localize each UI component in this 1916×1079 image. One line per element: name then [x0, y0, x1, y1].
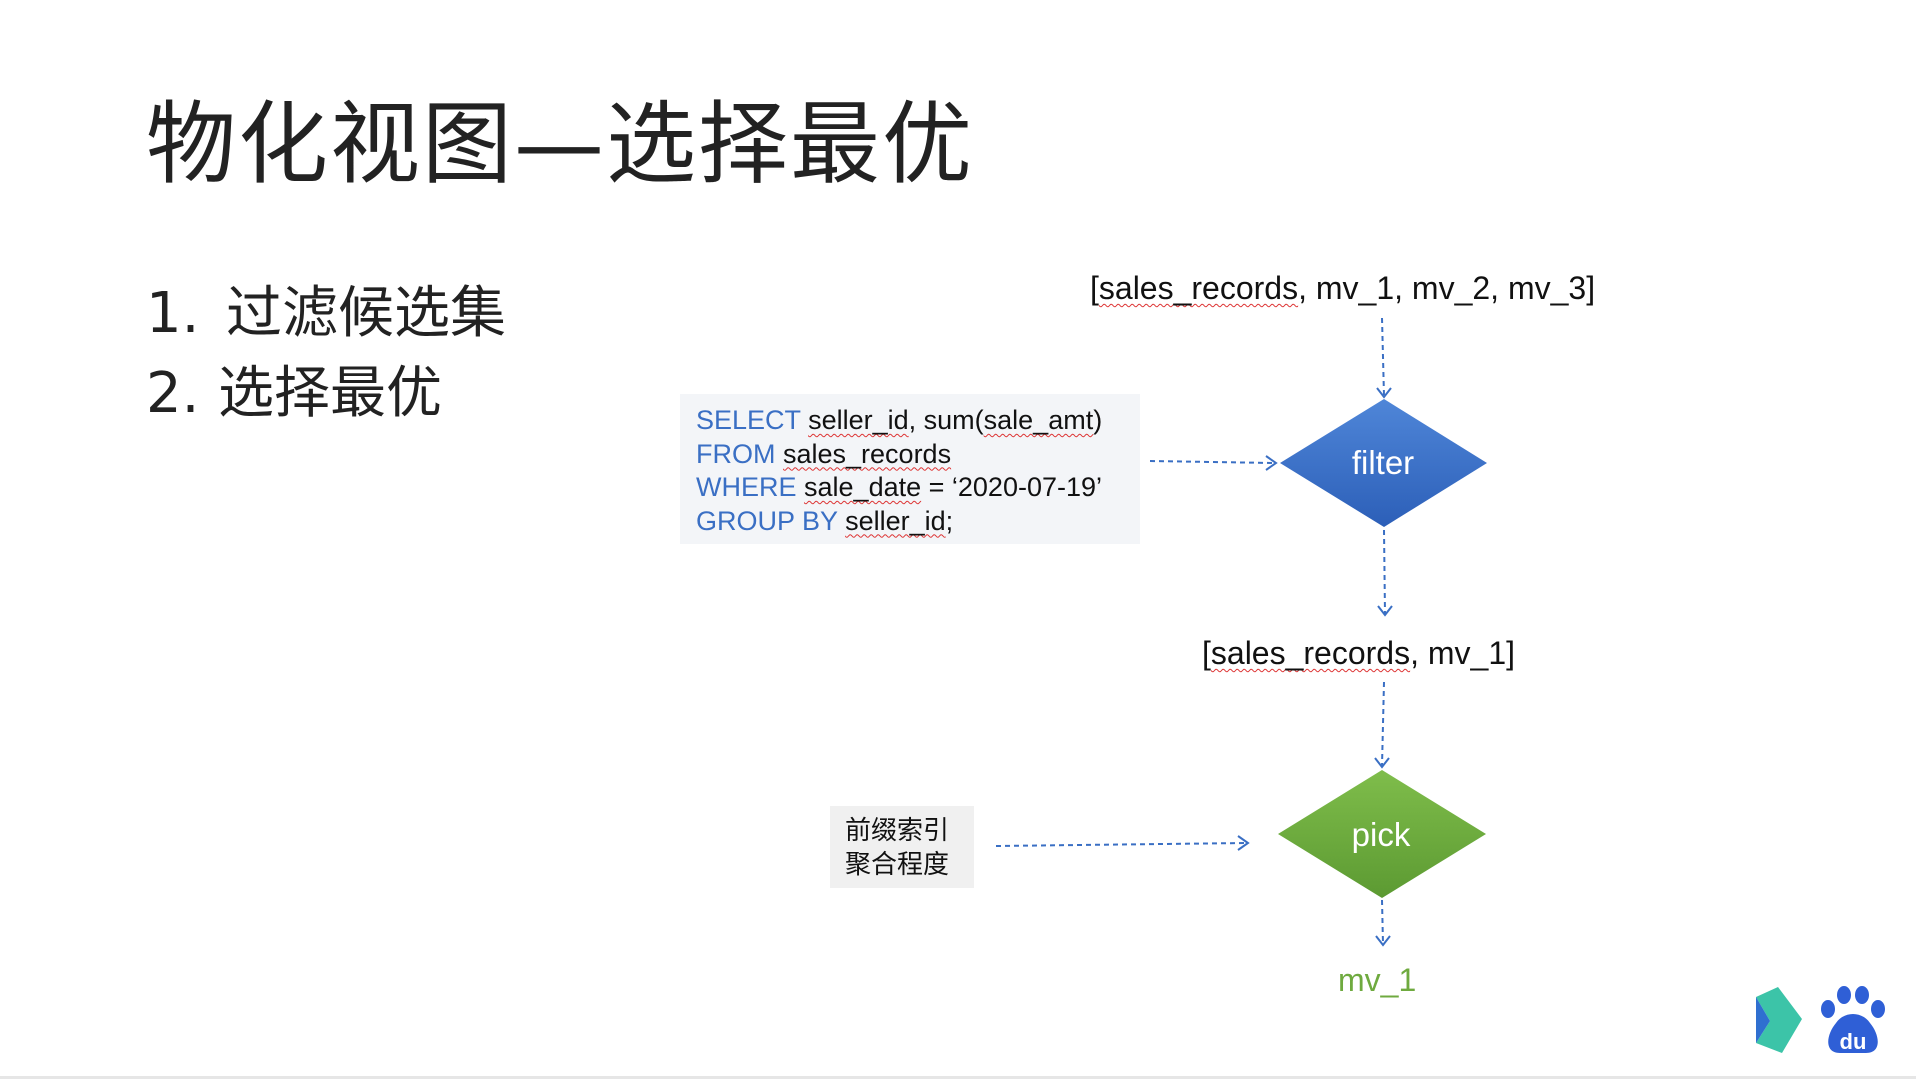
criteria-aggregation: 聚合程度 — [845, 850, 950, 880]
filter-label: filter — [1352, 444, 1414, 481]
step-number: 1. — [146, 281, 200, 346]
pick-diamond — [1278, 770, 1486, 898]
sql-line-3: WHERE sale_date = ‘2020-07-19’ — [696, 472, 1103, 502]
result-label: mv_1 — [1338, 962, 1417, 998]
filtered-set-label: [sales_records, mv_1] — [1202, 635, 1516, 671]
sql-line-2: FROM sales_records — [696, 438, 952, 469]
filter-diamond — [1280, 399, 1487, 527]
step-text: 选择最优 — [218, 361, 442, 426]
footer-divider — [0, 1076, 1916, 1079]
baidu-paw-icon: du — [1821, 986, 1885, 1054]
arrow-pick-to-result — [1375, 899, 1391, 947]
arrow-top-to-filter — [1376, 317, 1392, 399]
step-number: 2. — [146, 361, 200, 426]
svg-text:du: du — [1840, 1029, 1867, 1054]
step-item-1: 1.过滤候选集 — [146, 286, 506, 342]
arrow-filter-to-mid — [1377, 529, 1393, 617]
arrow-criteria-to-pick — [995, 835, 1250, 851]
candidate-set-label: [sales_records, mv_1, mv_2, mv_3] — [1090, 270, 1596, 306]
sql-line-1: SELECT seller_id, sum(sale_amt) — [696, 405, 1103, 435]
brand-logos: du — [1756, 986, 1885, 1054]
sql-query-box: SELECT seller_id, sum(sale_amt) FROM sal… — [680, 394, 1140, 544]
step-text: 过滤候选集 — [226, 281, 506, 346]
sql-line-4: GROUP BY seller_id; — [696, 505, 954, 536]
pick-label: pick — [1352, 816, 1411, 853]
criteria-prefix-index: 前缀索引 — [845, 816, 950, 846]
slide-title: 物化视图—选择最优 — [146, 92, 974, 197]
arrow-logo-icon — [1756, 987, 1802, 1053]
arrow-mid-to-pick — [1374, 681, 1390, 769]
pick-criteria-box: 前缀索引 聚合程度 — [830, 806, 974, 888]
step-item-2: 2.选择最优 — [146, 366, 442, 422]
arrow-sql-to-filter — [1149, 455, 1278, 471]
